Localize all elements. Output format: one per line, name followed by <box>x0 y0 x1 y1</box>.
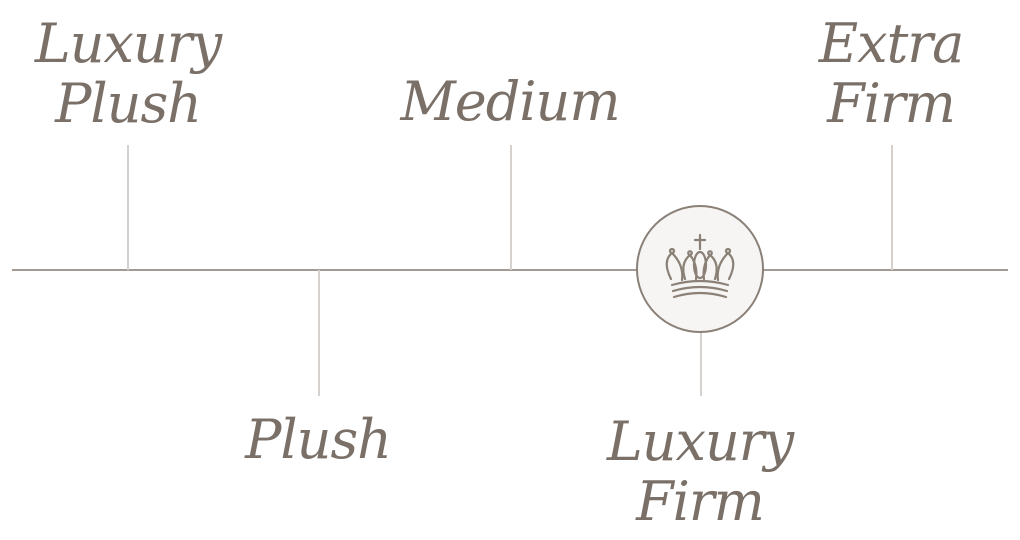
tick-extra-firm <box>891 145 893 270</box>
tick-luxury-plush <box>127 145 129 270</box>
level-label-line2: Firm <box>827 72 956 135</box>
level-label-line1: Luxury <box>34 12 222 75</box>
tick-medium <box>510 145 512 270</box>
scale-axis-line <box>12 269 1008 271</box>
level-label-line1: Plush <box>245 408 392 471</box>
level-label-extra-firm: Extra Firm <box>791 14 991 134</box>
level-label-plush: Plush <box>218 410 418 470</box>
tick-luxury-firm <box>700 333 702 396</box>
level-label-luxury-firm: Luxury Firm <box>600 412 800 532</box>
level-label-line2: Firm <box>636 470 765 533</box>
level-label-luxury-plush: Luxury Plush <box>28 14 228 134</box>
level-label-line2: Plush <box>55 72 202 135</box>
level-label-line1: Extra <box>818 12 965 75</box>
level-label-line1: Medium <box>400 70 620 133</box>
highlight-badge <box>636 205 764 333</box>
level-label-line1: Luxury <box>606 410 794 473</box>
crown-icon <box>665 233 735 299</box>
tick-plush <box>318 270 320 396</box>
level-label-medium: Medium <box>395 72 625 132</box>
